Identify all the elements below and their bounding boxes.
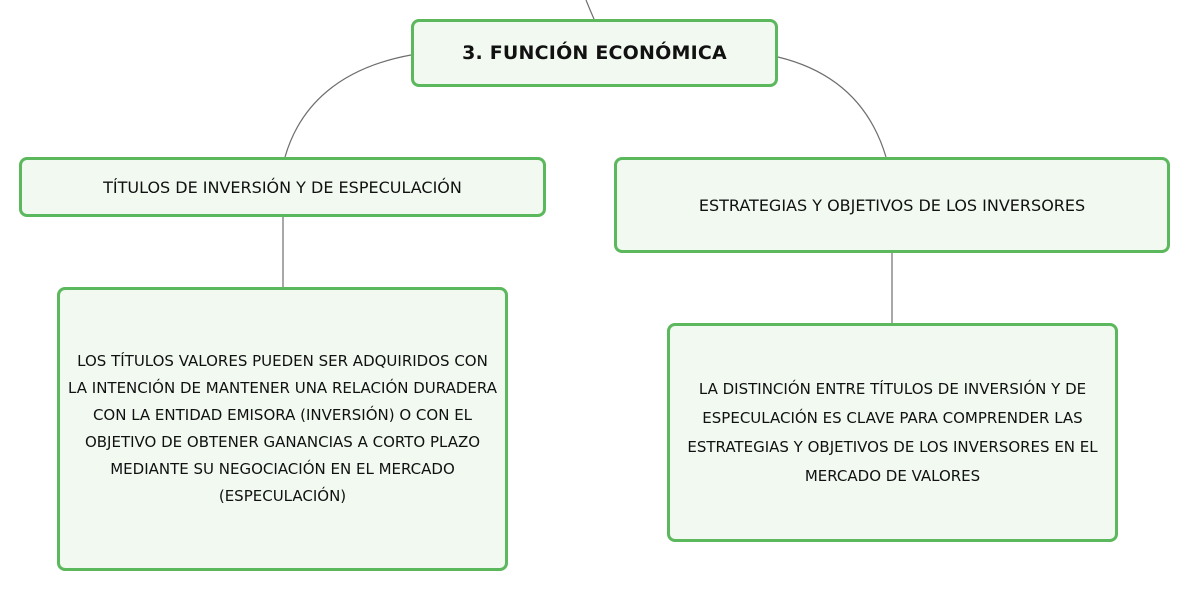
- connector-root-to-left-topic: [284, 54, 412, 158]
- root-node-label: 3. FUNCIÓN ECONÓMICA: [462, 42, 727, 64]
- detail-node-titulos-text: LOS TÍTULOS VALORES PUEDEN SER ADQUIRIDO…: [68, 352, 497, 505]
- topic-node-titulos[interactable]: TÍTULOS DE INVERSIÓN Y DE ESPECULACIÓN: [19, 157, 546, 217]
- detail-node-estrategias-text: LA DISTINCIÓN ENTRE TÍTULOS DE INVERSIÓN…: [687, 379, 1098, 485]
- topic-node-estrategias-label: ESTRATEGIAS Y OBJETIVOS DE LOS INVERSORE…: [698, 195, 1086, 215]
- detail-node-titulos[interactable]: LOS TÍTULOS VALORES PUEDEN SER ADQUIRIDO…: [57, 287, 508, 571]
- connector-from-parent: [585, 0, 595, 20]
- topic-node-titulos-label: TÍTULOS DE INVERSIÓN Y DE ESPECULACIÓN: [103, 177, 462, 197]
- topic-node-estrategias[interactable]: ESTRATEGIAS Y OBJETIVOS DE LOS INVERSORE…: [614, 157, 1170, 253]
- connector-root-to-right-topic: [777, 56, 887, 158]
- detail-node-estrategias[interactable]: LA DISTINCIÓN ENTRE TÍTULOS DE INVERSIÓN…: [667, 323, 1118, 542]
- root-node[interactable]: 3. FUNCIÓN ECONÓMICA: [411, 19, 778, 87]
